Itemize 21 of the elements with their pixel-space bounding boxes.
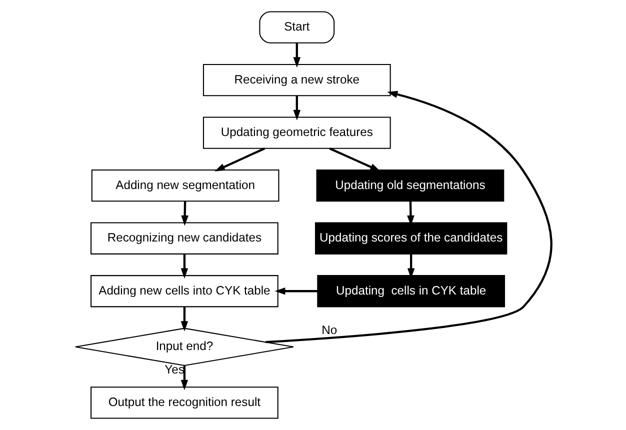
- arrow: [292, 96, 300, 120]
- node-box: Recognizing new candidates: [90, 222, 278, 254]
- arrow: [328, 147, 380, 172]
- node-box: Output the recognition result: [90, 386, 278, 419]
- arrow: [265, 90, 552, 344]
- edge-label: No: [321, 323, 337, 338]
- arrow: [180, 306, 188, 332]
- node-box: Updating cells in CYK table: [316, 275, 505, 308]
- arrow: [274, 287, 318, 295]
- arrow: [180, 254, 188, 279]
- arrow: [292, 42, 300, 68]
- node-box: Receiving a new stroke: [202, 64, 390, 96]
- node-box: Updating old segmentations: [316, 170, 504, 202]
- node-box: Start: [258, 11, 334, 44]
- node-box: Updating geometric features: [202, 116, 390, 149]
- node-diamond: Input end?: [74, 328, 294, 366]
- node-box: Updating scores of the candidates: [314, 222, 507, 254]
- node-box: Adding new segmentation: [90, 170, 279, 202]
- node-box: Adding new cells into CYK table: [90, 275, 278, 308]
- arrow: [180, 366, 188, 390]
- arrow: [180, 201, 188, 226]
